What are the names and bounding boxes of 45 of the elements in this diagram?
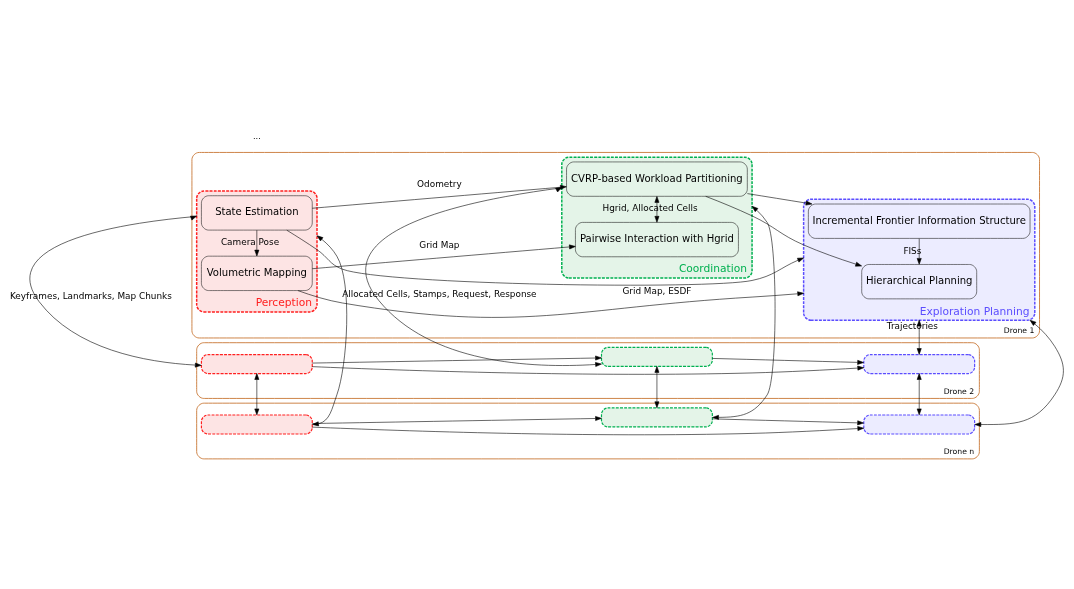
edge-label: Trajectories (886, 320, 938, 331)
arrow (311, 184, 567, 209)
edge-label: FISs (903, 245, 922, 256)
node-box (863, 413, 976, 435)
node-box: State Estimation (201, 194, 313, 230)
node-box (600, 406, 713, 427)
arrow (297, 289, 804, 318)
arrow (365, 186, 602, 367)
arrow (286, 229, 804, 285)
arrow (311, 355, 602, 363)
edge-label: Odometry (417, 178, 462, 189)
arrow (712, 357, 864, 365)
arrow (747, 192, 813, 205)
arrow (311, 415, 602, 424)
arrow (916, 372, 922, 415)
edge-label: Camera Pose (220, 236, 280, 247)
node-box: Volumetric Mapping (201, 255, 313, 291)
node-box: Incremental Frontier Information Structure (808, 203, 1031, 239)
arrow (712, 205, 776, 420)
arrow (312, 234, 347, 426)
edge-label: Grid Map, ESDF (622, 285, 692, 296)
arrow (254, 229, 260, 256)
edge-label: Hgrid, Allocated Cells (602, 202, 698, 213)
node-box: CVRP-based Workload Partitioning (566, 161, 748, 197)
arrow (705, 195, 862, 266)
node-box (863, 353, 976, 374)
node-box (200, 413, 313, 435)
node-box: Hierarchical Planning (861, 263, 977, 299)
edge-label: Keyframes, Landmarks, Map Chunks (9, 290, 172, 301)
arrow (916, 237, 922, 265)
arrow (312, 425, 864, 435)
arrow (29, 215, 202, 367)
node-box (600, 346, 713, 367)
arrow (974, 319, 1064, 427)
arrow (654, 195, 660, 223)
arrow (712, 418, 864, 425)
node-box: Pairwise Interaction with Hgrid (575, 221, 739, 257)
arrow (254, 372, 260, 415)
arrow (311, 244, 576, 269)
label: ... (252, 130, 261, 141)
arrow (654, 365, 660, 408)
edge-label: Allocated Cells, Stamps, Request, Response (342, 288, 537, 299)
node-box (200, 353, 313, 374)
arrow (312, 365, 864, 375)
edge-label: Grid Map (419, 239, 460, 250)
